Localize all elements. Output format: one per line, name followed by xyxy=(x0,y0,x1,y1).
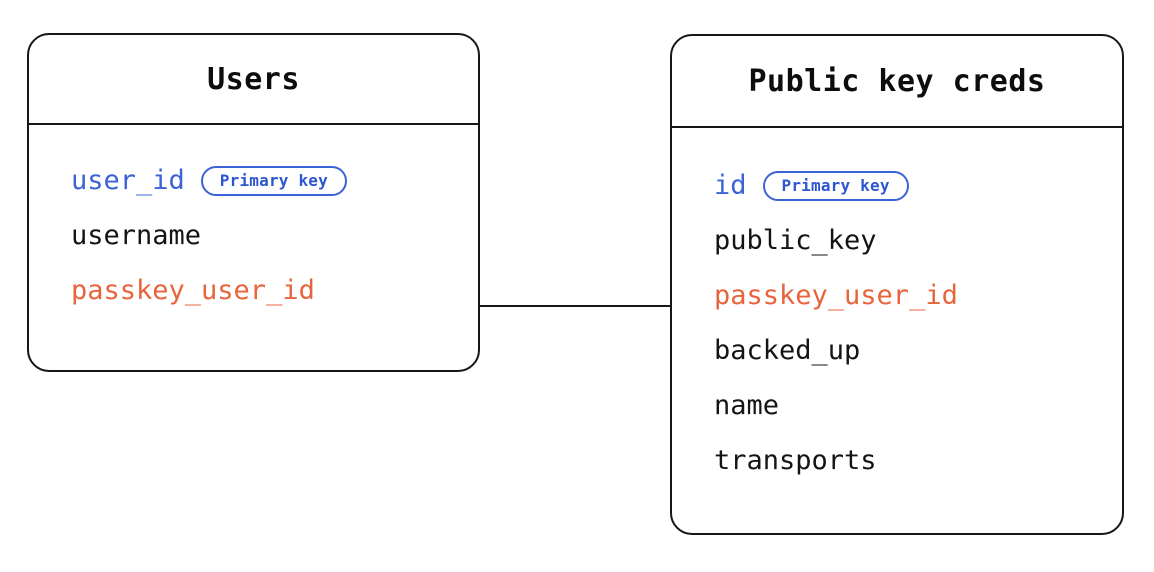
entity-field-row[interactable]: transports xyxy=(714,433,1102,488)
field-name-passkey-user-id: passkey_user_id xyxy=(714,280,958,311)
field-name-backed-up: backed_up xyxy=(714,335,861,366)
entity-field-row[interactable]: passkey_user_id xyxy=(71,263,458,318)
entity-field-row[interactable]: id Primary key xyxy=(714,158,1102,213)
entity-field-row[interactable]: backed_up xyxy=(714,323,1102,378)
entity-box-public-key-creds[interactable]: Public key creds id Primary key public_key… xyxy=(670,34,1124,535)
entity-field-row[interactable]: passkey_user_id xyxy=(714,268,1102,323)
primary-key-badge: Primary key xyxy=(200,165,347,196)
relationship-connector-users-public-key-creds xyxy=(479,305,671,307)
entity-field-list-users: user_id Primary key username passkey_user_i… xyxy=(29,125,478,318)
entity-title-users: Users xyxy=(207,61,300,97)
entity-field-row[interactable]: user_id Primary key xyxy=(71,153,458,208)
primary-key-badge: Primary key xyxy=(762,170,909,201)
field-name-name: name xyxy=(714,390,780,421)
field-name-user-id: user_id xyxy=(71,165,185,196)
entity-title-public-key-creds: Public key creds xyxy=(748,63,1046,99)
field-name-id: id xyxy=(714,170,747,201)
field-name-transports: transports xyxy=(714,445,877,476)
field-name-username: username xyxy=(71,220,202,251)
field-name-passkey-user-id: passkey_user_id xyxy=(71,275,315,306)
entity-field-row[interactable]: username xyxy=(71,208,458,263)
entity-header-public-key-creds: Public key creds xyxy=(672,36,1122,128)
entity-header-users: Users xyxy=(29,35,478,125)
entity-box-users[interactable]: Users user_id Primary key username passkey_… xyxy=(27,33,480,372)
entity-field-row[interactable]: name xyxy=(714,378,1102,433)
entity-field-row[interactable]: public_key xyxy=(714,213,1102,268)
field-name-public-key: public_key xyxy=(714,225,877,256)
